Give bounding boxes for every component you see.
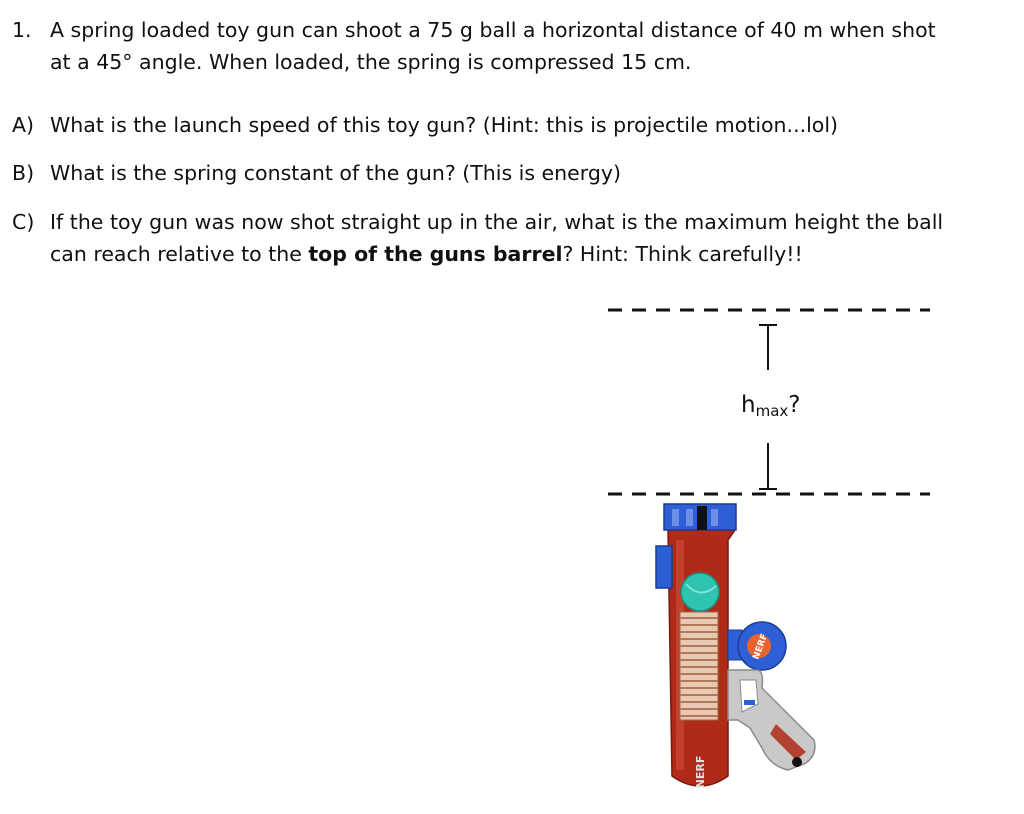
problem-number: 1.	[12, 18, 32, 42]
part-c-text-1: If the toy gun was now shot straight up …	[50, 210, 944, 234]
problem-statement-1: A spring loaded toy gun can shoot a 75 g…	[50, 18, 936, 42]
hmax-sub: max	[756, 402, 789, 420]
lower-dimension-arrow	[759, 443, 777, 490]
hmax-main: h	[741, 392, 756, 418]
toy-gun-illustration: NERF NERF	[655, 503, 816, 789]
hmax-question: ?	[788, 392, 800, 418]
upper-dimension-arrow	[759, 324, 777, 370]
side-clip	[655, 545, 673, 589]
barrel-brand: NERF	[694, 756, 707, 789]
problem-statement-2: at a 45° angle. When loaded, the spring …	[50, 50, 692, 74]
part-c-text-2: can reach relative to the top of the gun…	[50, 241, 803, 267]
part-c-bold-phrase: top of the guns barrel	[308, 242, 563, 266]
part-a-letter: A)	[12, 113, 35, 137]
part-b-text: What is the spring constant of the gun? …	[50, 161, 621, 185]
part-c-text-2-after: ? Hint: Think carefully!!	[562, 242, 803, 266]
part-a-text: What is the launch speed of this toy gun…	[50, 113, 839, 137]
part-c-letter: C)	[12, 210, 35, 234]
hmax-label: hmax?	[741, 392, 800, 420]
part-c-text-2-before: can reach relative to the	[50, 242, 309, 266]
part-b-letter: B)	[12, 161, 35, 185]
